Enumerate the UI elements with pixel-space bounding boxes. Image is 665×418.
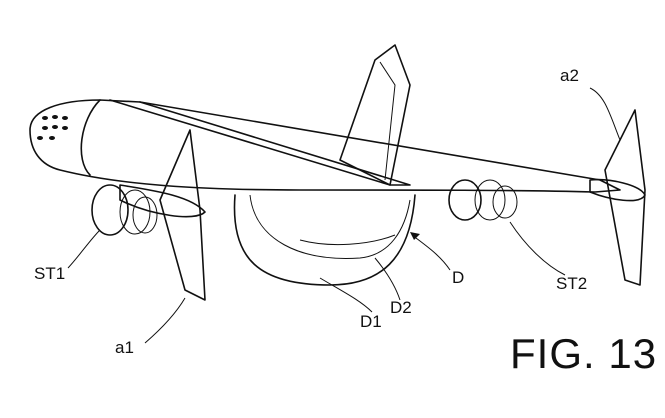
label-d1: D1: [360, 312, 382, 331]
label-a2: a2: [560, 66, 579, 85]
fin-a2: [604, 109, 646, 286]
fin-a1-pod: [119, 184, 206, 218]
label-st1: ST1: [34, 264, 66, 283]
leader-lines: [67, 87, 621, 344]
fin-a1: [159, 129, 206, 301]
center-fin: [339, 44, 411, 186]
fuselage: [29, 99, 621, 193]
lower-body-d: [233, 194, 416, 286]
nose-cockpit: [80, 99, 101, 176]
figure-title: FIG. 13: [510, 330, 658, 377]
cockpit-windows: [37, 115, 68, 140]
arrow-d: [410, 232, 420, 240]
engine-st2: [448, 179, 518, 221]
label-d: D: [452, 268, 465, 287]
label-d2: D2: [390, 298, 412, 317]
upper-wing: [109, 99, 411, 186]
fin-a2-pod: [589, 178, 646, 202]
label-a1: a1: [115, 338, 134, 357]
label-st2: ST2: [556, 274, 588, 293]
engine-st1: [91, 184, 158, 236]
